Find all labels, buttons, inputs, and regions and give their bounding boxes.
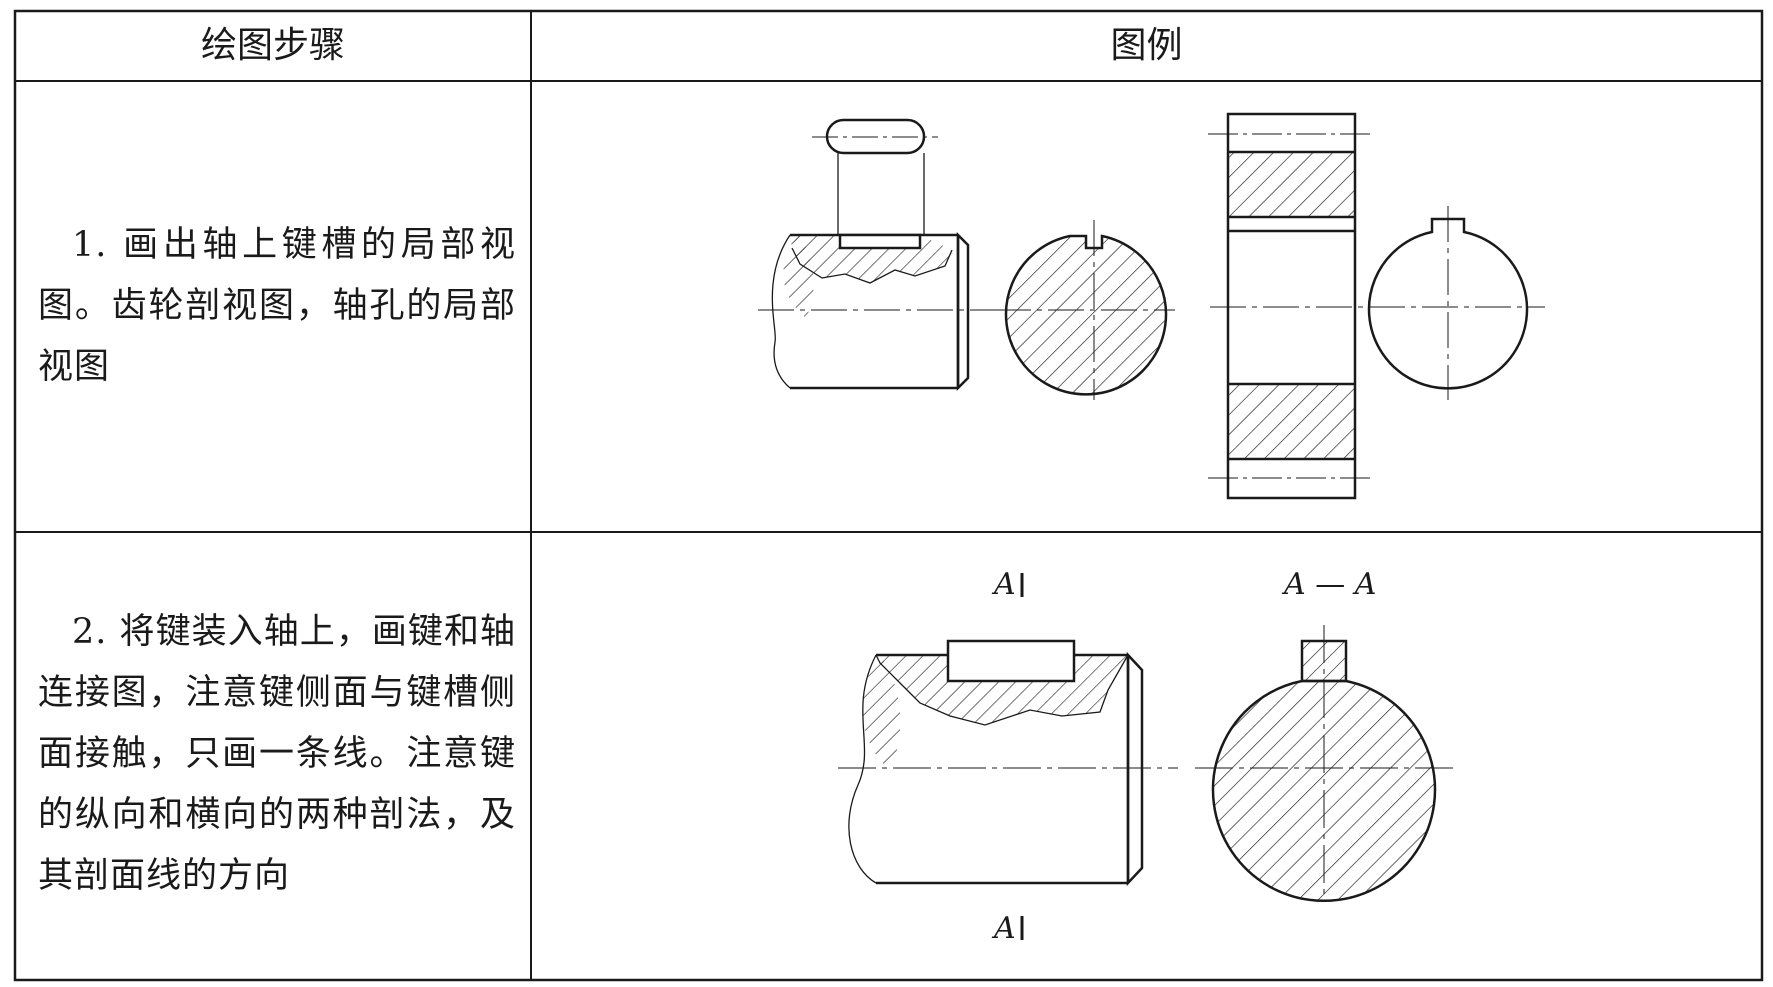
step-1-drawing xyxy=(758,112,1545,500)
step-1-text: 1. 画出轴上键槽的局部视图。齿轮剖视图，轴孔的局部视图 xyxy=(38,225,516,387)
section-a-a xyxy=(1195,625,1455,902)
cut-label-bottom: A xyxy=(991,911,1016,946)
gear-hole-view xyxy=(1367,206,1529,400)
keyway-top-view xyxy=(812,118,938,235)
shaft-key-assembly xyxy=(838,639,1178,887)
header-steps: 绘图步骤 xyxy=(200,25,345,66)
section-label: A — A xyxy=(1281,567,1376,602)
shaft-partial-view xyxy=(758,231,995,392)
header-legend: 图例 xyxy=(1110,25,1183,66)
cut-label-top: A xyxy=(991,567,1016,602)
shaft-section xyxy=(995,220,1175,400)
step-2-text: 2. 将键装入轴上，画键和轴连接图，注意键侧面与键槽侧面接触，只画一条线。注意键… xyxy=(38,612,516,896)
step-2-drawing: A A A — A xyxy=(838,567,1455,946)
gear-section-view xyxy=(1208,112,1545,500)
